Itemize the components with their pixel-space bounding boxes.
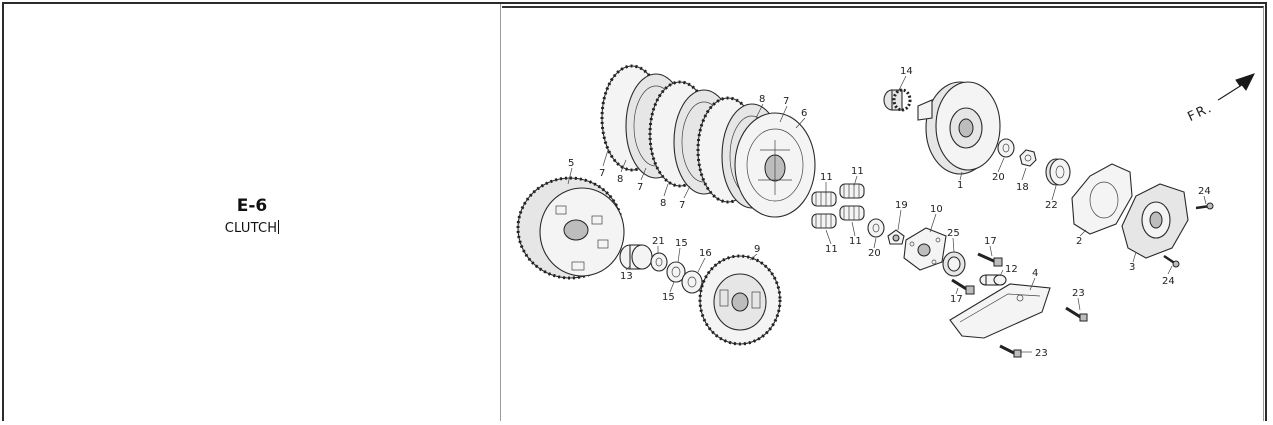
section-title[interactable]: CLUTCH — [4, 220, 500, 236]
callout-7: 7 — [599, 168, 605, 179]
callout-23: 23 — [1072, 288, 1085, 299]
clutch-center — [698, 254, 782, 346]
diagram-frame: FR. — [502, 6, 1264, 421]
callout-18: 18 — [1016, 182, 1029, 193]
clutch-plate-stack — [600, 64, 816, 218]
callout-21: 21 — [652, 236, 665, 247]
callout-3: 3 — [1129, 262, 1135, 273]
cover-gasket — [1071, 163, 1133, 235]
right-crankcase-cover — [1121, 183, 1189, 259]
callout-10: 10 — [930, 204, 943, 215]
front-direction-label: FR. — [1185, 100, 1215, 125]
text-caret — [278, 220, 280, 234]
callout-7: 7 — [783, 96, 789, 107]
bolts-23 — [999, 306, 1088, 358]
callout-24: 24 — [1198, 186, 1211, 197]
callout-23: 23 — [1035, 348, 1048, 359]
callout-5: 5 — [568, 158, 574, 169]
callout-19: 19 — [895, 200, 908, 211]
callout-22: 22 — [1045, 200, 1058, 211]
callout-8: 8 — [759, 94, 765, 105]
callout-15: 15 — [662, 292, 675, 303]
callout-8: 8 — [617, 174, 623, 185]
callout-11: 11 — [851, 166, 864, 177]
callout-20: 20 — [868, 248, 881, 259]
front-direction-indicator: FR. — [1185, 73, 1255, 125]
section-title-text: CLUTCH — [224, 221, 278, 236]
drive-gear — [883, 88, 912, 112]
part-callouts: 14 8 7 6 5 7 8 7 8 7 11 11 11 11 1 20 18… — [568, 66, 1211, 359]
callout-7: 7 — [637, 182, 643, 193]
callout-6: 6 — [801, 108, 807, 119]
callout-24: 24 — [1162, 276, 1175, 287]
primary-housing — [917, 81, 1001, 175]
lock-nut-18 — [1019, 149, 1037, 167]
section-code: E-6 — [236, 196, 268, 216]
washer-16 — [681, 270, 703, 294]
callout-20: 20 — [992, 172, 1005, 183]
bolts-17 — [951, 252, 1003, 295]
washer-20-lower — [867, 218, 885, 238]
callout-16: 16 — [699, 248, 712, 259]
lifter-plate — [903, 227, 947, 271]
clutch-cover-4 — [949, 283, 1051, 339]
callout-15: 15 — [675, 238, 688, 249]
clutch-exploded-diagram: FR. — [516, 64, 1255, 359]
lifter-pin — [979, 274, 1007, 286]
panel-divider — [500, 4, 501, 421]
section-panel: E-6 CLUTCH — [4, 4, 500, 421]
page-frame — [2, 2, 1267, 421]
oil-seal — [1045, 158, 1071, 186]
callout-11: 11 — [849, 236, 862, 247]
lifter-bearing — [942, 251, 966, 277]
clutch-outer-basket — [516, 176, 625, 280]
callout-8: 8 — [660, 198, 666, 209]
callout-11: 11 — [825, 244, 838, 255]
lifter-piece — [887, 229, 905, 245]
washer-15 — [666, 261, 686, 283]
callout-25: 25 — [947, 228, 960, 239]
callout-17: 17 — [950, 294, 963, 305]
washer-20-upper — [997, 138, 1015, 158]
callout-4: 4 — [1032, 268, 1038, 279]
clutch-spacer — [619, 244, 653, 270]
washer-21 — [650, 252, 668, 272]
leader-lines — [567, 75, 1207, 353]
screws-24 — [1163, 202, 1214, 268]
callout-13: 13 — [620, 271, 633, 282]
callout-1: 1 — [957, 180, 963, 191]
callout-17: 17 — [984, 236, 997, 247]
front-arrow-icon — [1217, 73, 1255, 101]
clutch-springs — [811, 183, 865, 229]
callout-7: 7 — [679, 200, 685, 211]
callout-12: 12 — [1005, 264, 1018, 275]
callout-9: 9 — [754, 244, 760, 255]
callout-14: 14 — [900, 66, 913, 77]
callout-11: 11 — [820, 172, 833, 183]
callout-2: 2 — [1076, 236, 1082, 247]
